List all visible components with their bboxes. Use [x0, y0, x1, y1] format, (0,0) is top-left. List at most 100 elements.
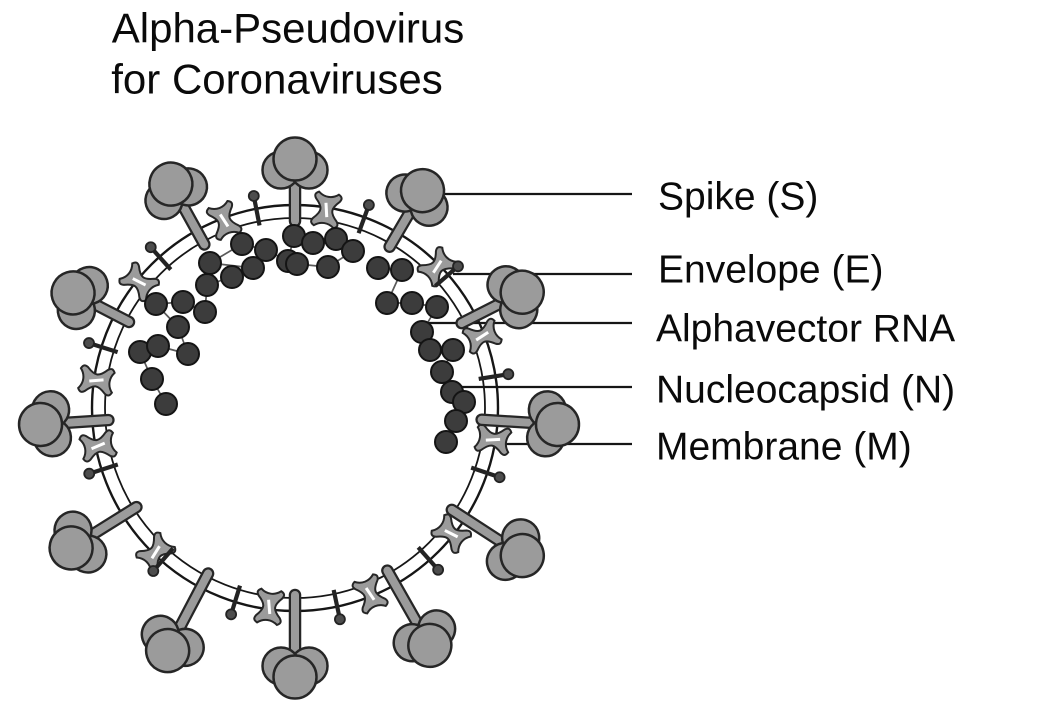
nucleocapsid-bead: [254, 238, 278, 262]
m-protein-glyph: [351, 573, 389, 615]
e-protein-head: [225, 608, 238, 621]
spike-stem: [177, 198, 209, 249]
e-protein-stem: [478, 372, 506, 381]
e-protein-stem: [153, 546, 175, 571]
e-protein-stem: [91, 462, 119, 475]
spike-stem: [84, 503, 141, 541]
nucleocapsid-bead: [171, 290, 195, 314]
nucleocapsid-bead: [144, 292, 168, 316]
e-protein-head: [452, 260, 464, 273]
spike-glyph: [383, 167, 449, 253]
nucleocapsid-bead: [140, 367, 164, 391]
virus-graphic: [17, 136, 632, 700]
nucleocapsid-bead: [166, 315, 190, 339]
nucleocapsid-bead: [176, 342, 200, 366]
m-protein-slit: [444, 529, 459, 539]
nucleocapsid-bead: [430, 360, 454, 384]
spike-head: [261, 646, 329, 700]
e-protein-head: [144, 241, 157, 254]
nucleocapsid-bead: [316, 255, 340, 279]
spike-stem: [57, 416, 113, 428]
spike-head: [48, 510, 108, 574]
m-protein-glyph: [473, 423, 513, 456]
spike-glyph: [144, 161, 211, 251]
e-protein-head: [83, 467, 96, 480]
e-protein-pin: [225, 585, 243, 621]
spike-head: [385, 167, 449, 227]
nucleocapsid-chain: [128, 224, 476, 454]
e-protein-pin: [247, 190, 262, 226]
spike-glyph: [381, 564, 457, 669]
m-protein-glyph: [253, 587, 286, 627]
nucleocapsid-bead: [375, 291, 399, 315]
spike-head-lobe: [148, 161, 194, 207]
spike-head: [17, 390, 73, 458]
e-protein-head: [362, 199, 375, 211]
e-protein-stem: [151, 248, 173, 271]
nucleocapsid-bead: [434, 430, 458, 454]
nucleocapsid-bead: [154, 392, 178, 416]
e-protein-stem: [470, 465, 498, 479]
label-nucleocapsid-n: Nucleocapsid (N): [656, 369, 955, 412]
spike-stem: [477, 415, 541, 428]
m-protein-glyph: [461, 317, 503, 355]
e-protein-head: [83, 337, 95, 349]
e-protein-head: [432, 563, 445, 576]
e-protein-pin: [83, 462, 119, 480]
nucleocapsid-bead: [195, 273, 219, 297]
m-protein-slit: [475, 330, 489, 342]
m-protein-slit: [364, 587, 376, 601]
spike-stem: [383, 566, 424, 632]
m-protein-glyph: [135, 531, 177, 573]
nucleocapsid-bead: [230, 232, 254, 256]
spike-head-lobe: [144, 627, 191, 674]
spike-proteins: [17, 136, 581, 700]
spike-stem: [385, 204, 416, 251]
spike-stem: [447, 505, 509, 549]
m-protein-slit: [89, 378, 104, 383]
spike-glyph: [17, 390, 115, 458]
m-protein-glyph: [118, 261, 160, 303]
spike-head: [140, 614, 205, 674]
e-protein-pin: [147, 546, 175, 577]
spike-glyph: [261, 136, 329, 228]
m-protein-slit: [218, 213, 230, 228]
label-membrane-m: Membrane (M): [656, 426, 912, 469]
e-protein-stem: [91, 341, 119, 355]
membrane-proteins: [77, 190, 515, 627]
nucleocapsid-bead: [198, 251, 222, 275]
spike-head-lobe: [48, 525, 94, 571]
nucleocapsid-bead: [324, 227, 348, 251]
e-protein-pin: [331, 589, 346, 626]
diagram-title-line2: for Coronaviruses: [111, 56, 442, 103]
nucleocapsid-bead: [285, 252, 309, 276]
m-protein-slit: [485, 437, 501, 442]
spike-glyph: [140, 567, 215, 674]
spike-head: [261, 136, 329, 190]
nucleocapsid-bead: [444, 409, 468, 433]
spike-head-lobe: [499, 532, 546, 579]
e-protein-head: [147, 565, 160, 577]
spike-head-lobe: [407, 622, 453, 669]
spike-head-lobe: [17, 401, 64, 448]
spike-head: [50, 265, 110, 331]
spike-glyph: [50, 265, 136, 331]
m-protein-glyph: [77, 364, 116, 397]
e-protein-pin: [470, 465, 506, 484]
e-protein-stem: [252, 198, 262, 226]
spike-head: [525, 390, 581, 458]
e-protein-head: [247, 190, 260, 202]
nucleocapsid-bead: [301, 231, 325, 255]
spike-head-lobe: [399, 167, 446, 214]
label-spike-s: Spike (S): [658, 176, 818, 219]
spike-glyph: [261, 588, 329, 700]
nucleocapsid-bead: [425, 295, 449, 319]
spike-head: [486, 265, 545, 330]
nucleocapsid-bead: [390, 258, 414, 282]
spike-stem: [457, 297, 508, 328]
spike-glyph: [455, 265, 545, 330]
spike-glyph: [48, 500, 143, 574]
nucleocapsid-bead: [418, 338, 442, 362]
